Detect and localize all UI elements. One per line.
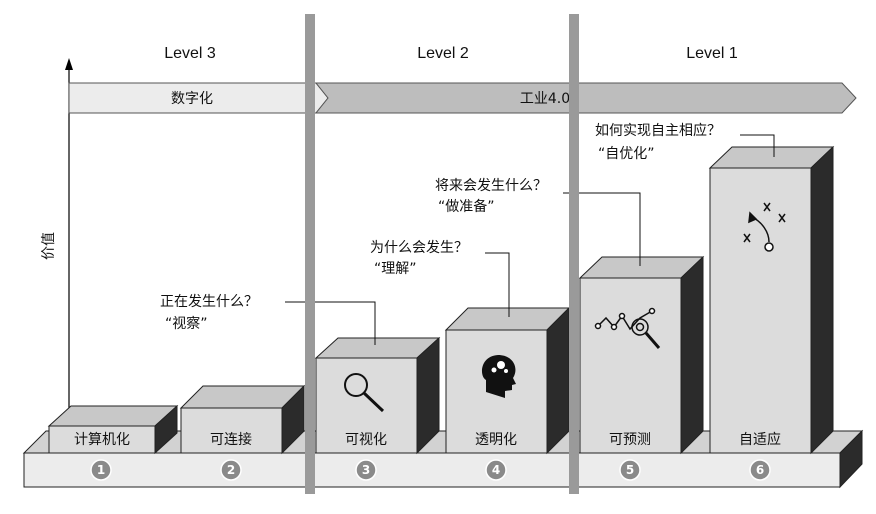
- industry40-band: [314, 82, 857, 114]
- stage-3-label: 可视化: [345, 432, 387, 448]
- svg-text:1: 1: [97, 463, 105, 477]
- svg-text:2: 2: [227, 463, 235, 477]
- head-gears-icon: [481, 355, 516, 398]
- digitization-label: 数字化: [171, 91, 213, 107]
- stage-6-label: 自适应: [739, 431, 781, 448]
- magnifier-icon: [344, 373, 385, 413]
- stage-4-badge: 4: [485, 459, 507, 481]
- stage-4-answer: “理解”: [374, 261, 417, 277]
- value-axis-arrowhead: [65, 58, 73, 70]
- stage-4-label: 透明化: [475, 432, 517, 448]
- stage-6-question: 如何实现自主相应？: [595, 122, 721, 139]
- stage-6-answer: “自优化”: [598, 146, 655, 162]
- stage-5-label: 可预测: [609, 432, 651, 448]
- stage-5-question: 将来会发生什么？: [435, 178, 547, 194]
- level-divider-left: [305, 14, 315, 494]
- stage-1-badge: 1: [90, 459, 112, 481]
- stage-6-badge: 6: [749, 459, 771, 481]
- industry40-label: 工业4.0: [520, 91, 570, 107]
- svg-text:4: 4: [492, 463, 500, 477]
- stage-5-leader: [563, 192, 641, 266]
- stage-3-answer: “视察”: [165, 315, 208, 332]
- block-6: [708, 145, 835, 455]
- stage-1-label: 计算机化: [74, 432, 130, 448]
- svg-text:3: 3: [362, 463, 370, 477]
- block-1: [47, 404, 179, 455]
- block-3: [314, 336, 441, 455]
- stage-2-label: 可连接: [210, 431, 252, 448]
- stage-6-leader: [740, 134, 775, 157]
- stage-4-leader: [485, 252, 510, 317]
- stage-3-badge: 3: [355, 459, 377, 481]
- stage-4-question: 为什么会发生？: [370, 240, 468, 256]
- block-2: [179, 384, 306, 455]
- stage-3-question: 正在发生什么？: [160, 294, 258, 310]
- stage-2-badge: 2: [220, 459, 242, 481]
- level-2-label: Level 2: [417, 45, 469, 62]
- strategy-play-icon: [743, 202, 786, 252]
- svg-text:6: 6: [756, 463, 764, 477]
- level-3-label: Level 3: [164, 45, 216, 62]
- stage-5-answer: “做准备”: [438, 198, 495, 215]
- svg-text:5: 5: [626, 463, 634, 477]
- stage-5-badge: 5: [619, 459, 641, 481]
- y-axis-label: 价值: [41, 232, 57, 260]
- base-platform-front: [23, 452, 841, 488]
- block-5: [578, 255, 705, 455]
- level-divider-right: [569, 14, 579, 494]
- trend-analysis-icon: [594, 307, 661, 349]
- level-1-label: Level 1: [686, 45, 738, 62]
